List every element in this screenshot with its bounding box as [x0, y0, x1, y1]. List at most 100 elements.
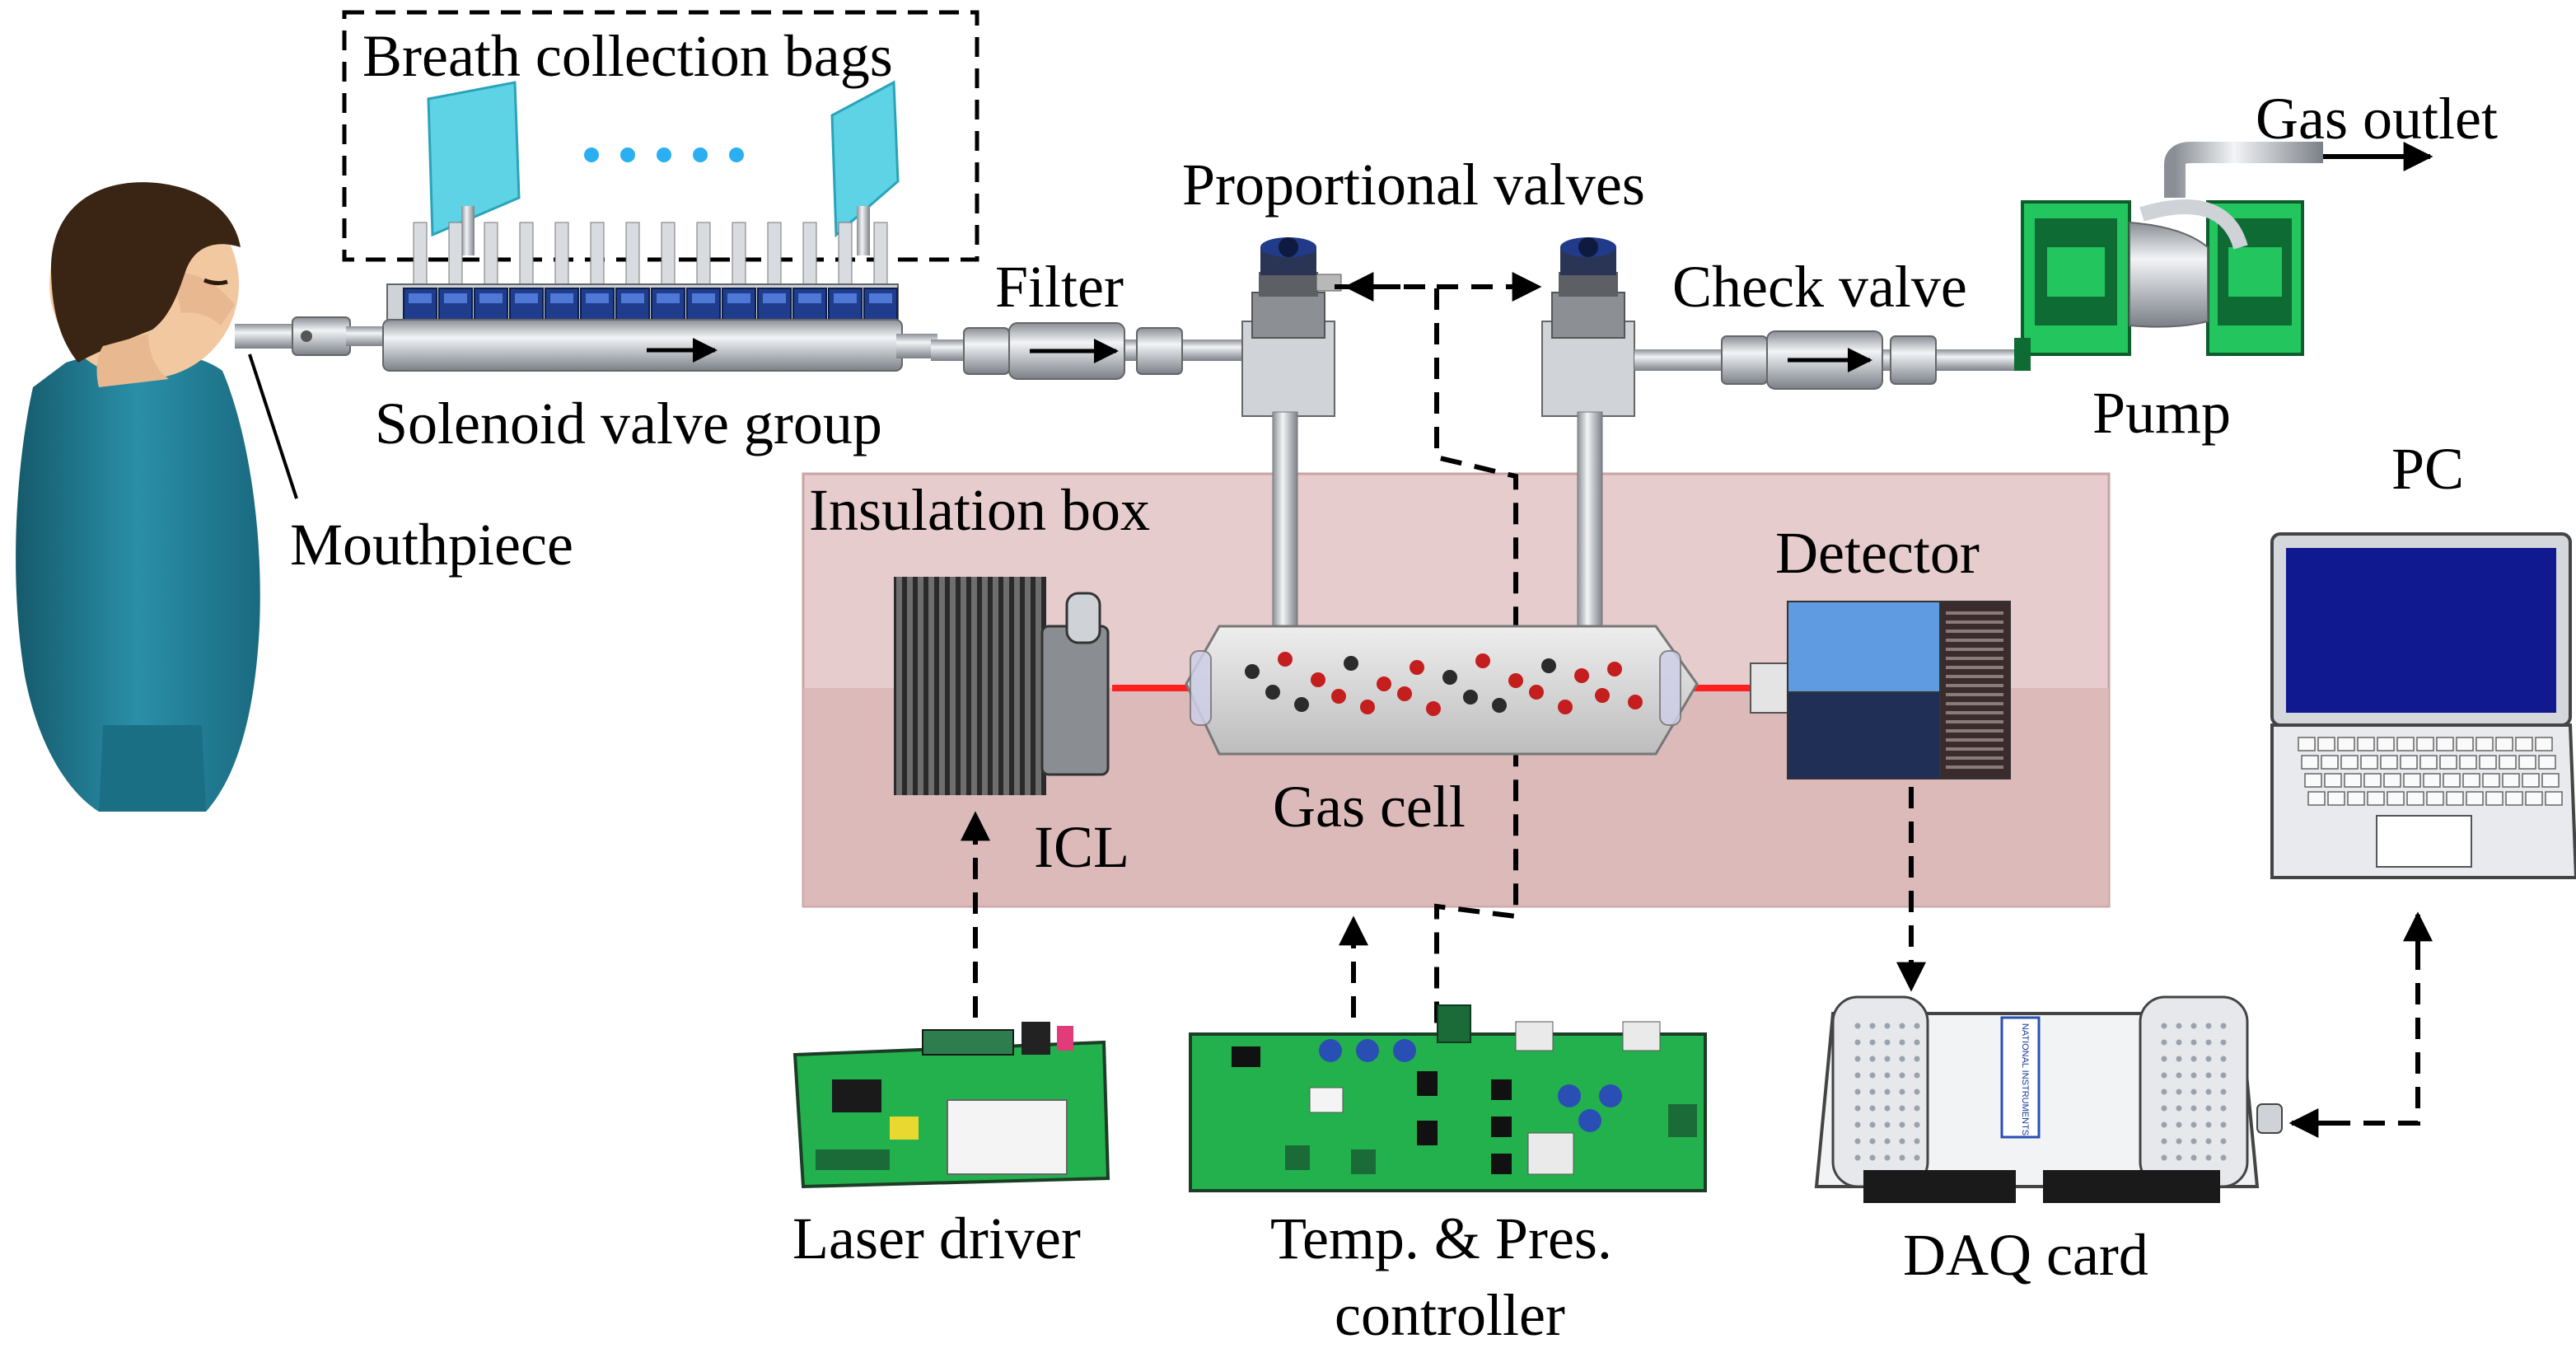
laptop-key [2340, 755, 2359, 770]
daq-vent-hole [2220, 1023, 2227, 1029]
laptop-key [2377, 737, 2395, 751]
mouthpiece-leader-line [248, 353, 298, 499]
valve-stem [802, 222, 817, 293]
daq-vent-hole [1884, 1121, 1891, 1128]
pump [2014, 142, 2323, 371]
daq-vent-hole [2176, 1088, 2182, 1095]
gas-molecule [1442, 670, 1457, 685]
solenoid-valve-highlight [444, 293, 467, 303]
detector-rib [1946, 675, 2003, 678]
laptop-key [2406, 791, 2424, 806]
laser-driver-label: Laser driver [792, 1206, 1081, 1271]
daq-vent-hole [2205, 1105, 2212, 1112]
daq-vent-hole [1869, 1039, 1876, 1046]
daq-vent-hole [2176, 1105, 2182, 1112]
mouthpiece-label: Mouthpiece [290, 512, 573, 578]
gas-molecule [1265, 685, 1280, 700]
valve-control-dashed-line [1335, 284, 1518, 1042]
laptop-key [2538, 755, 2556, 770]
daq-vent-hole [1899, 1088, 1905, 1095]
gas-molecule [1311, 672, 1325, 687]
daq-vent-hole [2190, 1088, 2197, 1095]
daq-vent-hole [1914, 1056, 1920, 1062]
ellipsis-dots [584, 147, 744, 162]
daq-vent-hole [1899, 1056, 1905, 1062]
solenoid-valve-highlight [479, 293, 503, 303]
solenoid-valve-highlight [798, 293, 821, 303]
daq-vent-hole [1869, 1105, 1876, 1112]
daq-vent-hole [2220, 1105, 2227, 1112]
daq-vent-hole [2205, 1039, 2212, 1046]
daq-vent-hole [2205, 1154, 2212, 1161]
daq-vent-hole [1854, 1138, 1861, 1145]
gas-molecule [1628, 695, 1643, 709]
daq-vent-hole [1914, 1072, 1920, 1079]
daq-vent-hole [2190, 1039, 2197, 1046]
daq-vent-hole [2205, 1072, 2212, 1079]
solenoid-valve-group-label: Solenoid valve group [375, 391, 882, 456]
daq-vent-hole [1914, 1154, 1920, 1161]
gas-molecule [1558, 700, 1573, 714]
check-valve-label: Check valve [1672, 254, 1967, 320]
heatsink-fin [1003, 577, 1009, 795]
laptop-key [2298, 737, 2316, 751]
laptop-key [2307, 791, 2326, 806]
daq-vent-hole [2176, 1072, 2182, 1079]
daq-vent-hole [1869, 1154, 1876, 1161]
controller-label-line1: Temp. & Pres. [1270, 1206, 1612, 1271]
daq-vent-hole [1899, 1138, 1905, 1145]
daq-vent-hole [2205, 1138, 2212, 1145]
daq-vent-hole [1884, 1039, 1891, 1046]
pc-laptop [2270, 532, 2576, 879]
laptop-key [2459, 755, 2477, 770]
valve-stem [873, 222, 888, 293]
laptop-key [2419, 755, 2438, 770]
solenoid-valve-highlight [409, 293, 432, 303]
proportional-valve-right [1541, 237, 1635, 648]
daq-vent-hole [1899, 1023, 1905, 1029]
daq-vent-hole [1884, 1088, 1891, 1095]
heatsink-fin [939, 577, 945, 795]
laptop-key [2535, 737, 2553, 751]
gas-molecule [1574, 668, 1589, 683]
laptop-key [2347, 791, 2365, 806]
laptop-key [2396, 737, 2415, 751]
laptop-key [2485, 791, 2504, 806]
daq-vent-hole [2176, 1138, 2182, 1145]
insulation-box-label: Insulation box [809, 477, 1150, 543]
detector-label: Detector [1775, 520, 1980, 586]
laptop-key [2439, 755, 2457, 770]
daq-vent-hole [1899, 1121, 1905, 1128]
detector [1750, 601, 2011, 779]
detector-rib [1946, 756, 2003, 760]
detector-rib [1946, 747, 2003, 751]
gas-molecule [1278, 652, 1293, 667]
laptop-key [2522, 773, 2540, 788]
daq-vent-hole [2176, 1056, 2182, 1062]
daq-vent-hole [1884, 1105, 1891, 1112]
daq-vent-hole [1854, 1154, 1861, 1161]
laptop-key [2456, 737, 2474, 751]
breath-bags-box [342, 10, 979, 262]
daq-vent-hole [2161, 1023, 2167, 1029]
heatsink-fin [993, 577, 998, 795]
detector-rib [1946, 611, 2003, 615]
detector-rib [1946, 639, 2003, 642]
gas-molecule [1360, 700, 1375, 714]
valve-stem [838, 222, 853, 293]
daq-vent-hole [1899, 1039, 1905, 1046]
breath-bags-label: Breath collection bags [362, 23, 893, 89]
laptop-key [2304, 773, 2322, 788]
daq-vent-hole [1869, 1072, 1876, 1079]
laptop-key [2400, 755, 2418, 770]
daq-vent-hole [2220, 1138, 2227, 1145]
daq-vent-hole [1854, 1121, 1861, 1128]
solenoid-valve-highlight [692, 293, 715, 303]
solenoid-valve-highlight [763, 293, 786, 303]
laptop-key [2344, 773, 2362, 788]
detector-rib [1946, 666, 2003, 669]
daq-vent-hole [2176, 1039, 2182, 1046]
daq-vent-hole [1869, 1121, 1876, 1128]
daq-card: NATIONAL INSTRUMENTS [1814, 995, 2283, 1203]
